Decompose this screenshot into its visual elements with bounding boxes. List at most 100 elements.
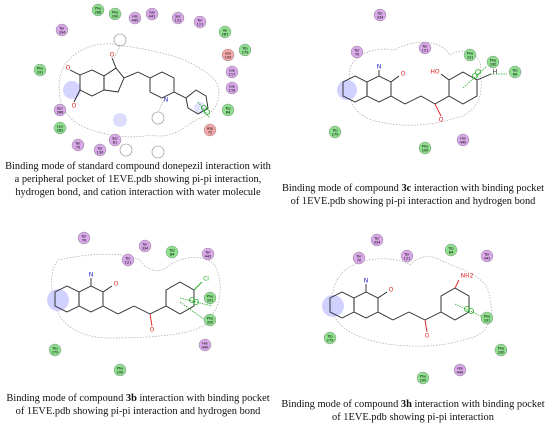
svg-text:Phe: Phe bbox=[207, 295, 214, 299]
interaction-diagram-3h: N O NH2 O Tyr334Tyr70Tyr121Trp84Tyr442Ph… bbox=[322, 233, 508, 385]
svg-text:84: 84 bbox=[226, 111, 231, 115]
svg-text:Glu: Glu bbox=[225, 52, 231, 56]
svg-text:287: 287 bbox=[222, 33, 229, 37]
svg-text:121: 121 bbox=[404, 257, 411, 261]
svg-text:O: O bbox=[150, 327, 155, 334]
svg-text:290: 290 bbox=[117, 371, 125, 375]
svg-text:His: His bbox=[460, 137, 466, 141]
svg-text:H: H bbox=[493, 69, 498, 76]
caption-text: Binding mode of compound bbox=[6, 393, 126, 404]
svg-text:Ser: Ser bbox=[175, 15, 181, 19]
svg-text:Tyr: Tyr bbox=[376, 12, 383, 16]
caption-text: interaction with binding pocket of 1EVE.… bbox=[15, 393, 270, 418]
svg-text:Phe: Phe bbox=[112, 11, 119, 15]
svg-text:HO: HO bbox=[430, 69, 440, 76]
svg-text:441: 441 bbox=[149, 15, 156, 19]
svg-text:Tyr: Tyr bbox=[353, 49, 360, 53]
svg-text:O: O bbox=[439, 117, 444, 124]
caption-3b: Binding mode of compound 3b interaction … bbox=[2, 392, 274, 418]
compound-id: 3b bbox=[125, 393, 137, 404]
svg-text:Tyr: Tyr bbox=[403, 253, 410, 257]
svg-text:440: 440 bbox=[132, 19, 140, 23]
svg-text:279: 279 bbox=[242, 51, 250, 55]
svg-text:290: 290 bbox=[112, 15, 120, 19]
caption-text: Binding mode of standard compound donepe… bbox=[5, 161, 271, 199]
svg-text:N: N bbox=[364, 278, 369, 285]
svg-text:84: 84 bbox=[170, 253, 175, 257]
svg-text:Tyr: Tyr bbox=[58, 27, 65, 31]
svg-text:Phe: Phe bbox=[207, 317, 214, 321]
svg-text:O: O bbox=[114, 281, 119, 288]
svg-text:O: O bbox=[425, 333, 430, 340]
svg-text:Phe: Phe bbox=[498, 347, 505, 351]
svg-text:440: 440 bbox=[457, 371, 465, 375]
svg-text:81: 81 bbox=[113, 141, 118, 145]
svg-text:Trp: Trp bbox=[168, 249, 175, 253]
svg-text:Tyr: Tyr bbox=[124, 257, 131, 261]
svg-text:Tyr: Tyr bbox=[80, 235, 87, 239]
svg-text:331: 331 bbox=[207, 299, 214, 303]
svg-text:334: 334 bbox=[374, 241, 382, 245]
svg-text:Tyr: Tyr bbox=[204, 251, 211, 255]
svg-text:Trp: Trp bbox=[224, 107, 231, 111]
svg-text:121: 121 bbox=[125, 261, 132, 265]
svg-text:Phe: Phe bbox=[422, 145, 429, 149]
svg-text:288: 288 bbox=[95, 11, 103, 15]
svg-text:331: 331 bbox=[467, 56, 474, 60]
svg-text:Cl: Cl bbox=[203, 276, 209, 283]
svg-text:199: 199 bbox=[225, 56, 233, 60]
svg-text:Phe: Phe bbox=[484, 315, 491, 319]
svg-text:Phe: Phe bbox=[117, 367, 124, 371]
svg-text:70: 70 bbox=[355, 53, 360, 57]
svg-text:442: 442 bbox=[484, 257, 491, 261]
svg-text:121: 121 bbox=[422, 49, 429, 53]
svg-text:70: 70 bbox=[76, 146, 81, 150]
svg-text:His: His bbox=[202, 342, 208, 346]
caption-donepezil: Binding mode of standard compound donepe… bbox=[2, 160, 274, 200]
svg-text:330: 330 bbox=[498, 351, 506, 355]
svg-text:121: 121 bbox=[197, 23, 204, 27]
svg-text:279: 279 bbox=[332, 133, 340, 137]
svg-text:Gly: Gly bbox=[229, 85, 236, 89]
svg-text:334: 334 bbox=[142, 247, 150, 251]
svg-text:His: His bbox=[457, 367, 463, 371]
svg-text:Tyr: Tyr bbox=[96, 147, 103, 151]
svg-text:His: His bbox=[132, 15, 138, 19]
svg-text:290: 290 bbox=[420, 379, 428, 383]
svg-text:290: 290 bbox=[422, 149, 430, 153]
svg-text:N: N bbox=[164, 97, 169, 104]
svg-text:334: 334 bbox=[59, 31, 67, 35]
svg-text:330: 330 bbox=[207, 321, 215, 325]
svg-text:NH2: NH2 bbox=[461, 273, 474, 280]
svg-text:Gly: Gly bbox=[229, 69, 236, 73]
